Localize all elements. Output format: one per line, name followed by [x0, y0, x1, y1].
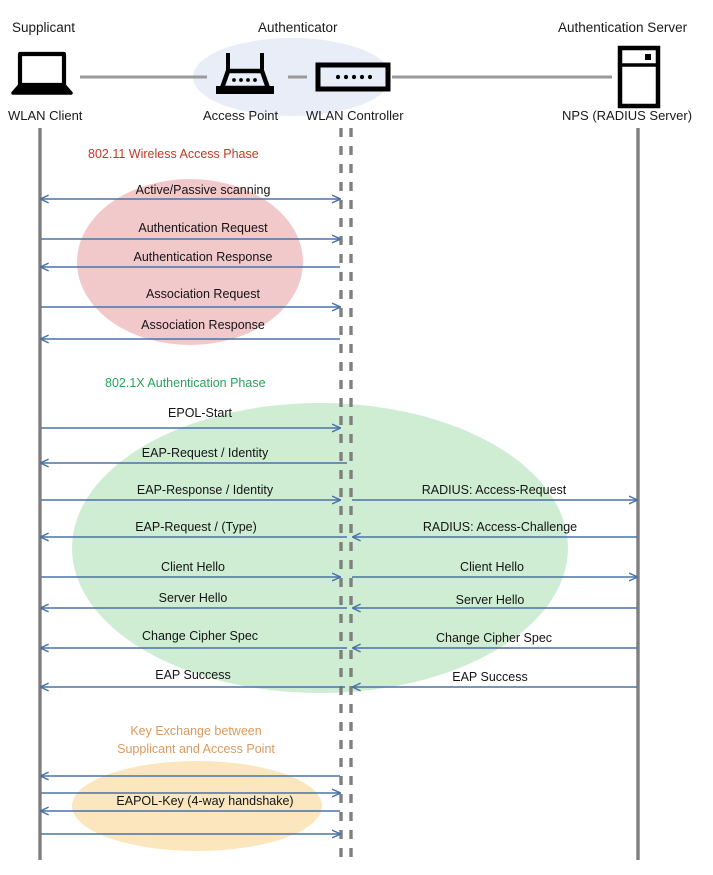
access-point-icon [216, 53, 274, 94]
phase-802-11-arrows [41, 199, 340, 339]
message-label: EAP Success [452, 670, 528, 684]
phase-title-key-exchange-line2: Supplicant and Access Point [117, 742, 275, 756]
message-label: Active/Passive scanning [135, 183, 271, 197]
server-icon [617, 45, 661, 109]
message-label: Authentication Request [138, 221, 268, 235]
message-label: EAP-Response / Identity [136, 483, 274, 497]
message-label: Association Response [141, 318, 265, 332]
phase-title-key-exchange-line1: Key Exchange between [130, 724, 262, 738]
message-label: RADIUS: Access-Challenge [422, 520, 578, 534]
message-label: EAPOL-Key (4-way handshake) [116, 794, 294, 808]
message-label: Change Cipher Spec [435, 631, 553, 645]
actor-device-nps-radius: NPS (RADIUS Server) [562, 108, 693, 123]
message-label: EAP-Request / (Type) [135, 520, 257, 534]
phase-802-1x-arrows [41, 428, 637, 687]
phase-802-11-ellipse [77, 179, 303, 345]
message-label: Authentication Response [133, 250, 273, 264]
message-label: EAP Success [155, 668, 231, 682]
actor-role-authenticator: Authenticator [258, 20, 338, 35]
message-label: RADIUS: Access-Request [421, 483, 567, 497]
message-label: Server Hello [158, 591, 228, 605]
actor-role-supplicant: Supplicant [12, 20, 76, 35]
phase-title-802-1x: 802.1X Authentication Phase [105, 376, 266, 390]
message-label: Client Hello [161, 560, 225, 574]
message-label: Change Cipher Spec [141, 629, 259, 643]
phase-key-exchange-ellipse [72, 761, 322, 851]
laptop-icon [11, 51, 73, 95]
message-label: EPOL-Start [168, 406, 232, 420]
actor-device-wlan-client: WLAN Client [8, 108, 83, 123]
actor-role-auth-server: Authentication Server [558, 20, 688, 35]
message-label: Client Hello [460, 560, 524, 574]
phase-title-802-11: 802.11 Wireless Access Phase [88, 147, 259, 161]
actor-device-access-point: Access Point [203, 108, 279, 123]
phase-802-1x-ellipse [72, 403, 568, 693]
message-label: Server Hello [455, 593, 525, 607]
actor-device-wlan-controller: WLAN Controller [306, 108, 404, 123]
wlan-controller-icon [315, 62, 391, 92]
phase-key-exchange-arrows [41, 776, 340, 834]
message-label: Association Request [146, 287, 260, 301]
message-label: EAP-Request / Identity [141, 446, 269, 460]
